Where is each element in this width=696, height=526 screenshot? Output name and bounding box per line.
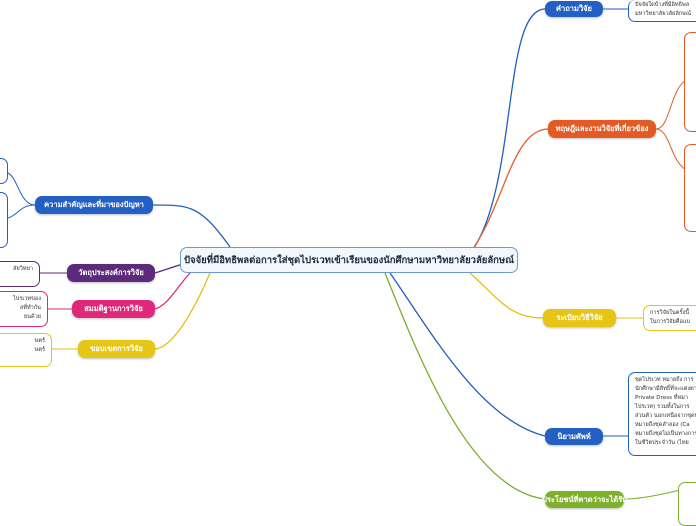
branch-hypothesis[interactable]: สมมติฐานการวิจัย xyxy=(72,300,155,318)
leaf-text: ลที่ทำกัน xyxy=(19,305,41,311)
leaf-theory-1[interactable] xyxy=(684,32,696,132)
leaf-text: ษตร์ xyxy=(34,347,45,353)
branch-objectives[interactable]: วัตถุประสงค์การวิจัย xyxy=(67,264,155,282)
leaf-text: ส่วนตัว นอกเหนือจากชุดนัก xyxy=(635,413,696,419)
leaf-theory-2[interactable] xyxy=(684,144,696,232)
leaf-text: ในชีวิตประจำวัน (ไทย xyxy=(635,440,689,446)
leaf-text: ลัยวิทยา xyxy=(13,266,33,272)
leaf-text: มหาวิทยาลัยวลัยลักษณ์ xyxy=(635,11,692,17)
leaf-benefits[interactable] xyxy=(678,482,696,526)
leaf-definitions[interactable]: ชุดไปรเวท หมายถึง การ นักศึกษามีสิทธิ์ที… xyxy=(628,372,696,456)
branch-theory[interactable]: ทฤษฎีและงานวิจัยที่เกี่ยวข้อง xyxy=(548,120,656,138)
leaf-hypothesis[interactable]: ไปรเวทของ ลที่ทำกัน ยนด้วย xyxy=(0,291,48,327)
leaf-text: หมายถึงชุดลำลอง (Ca xyxy=(635,422,690,428)
leaf-text: ชุดไปรเวท หมายถึง การ xyxy=(635,377,694,383)
leaf-methodology[interactable]: การวิจัยในครั้งนี้ ในการวิจัยคือแบ xyxy=(643,305,696,331)
leaf-text: ในการวิจัยคือแบ xyxy=(650,319,691,325)
leaf-text: ยนด้วย xyxy=(23,314,41,320)
leaf-importance-2[interactable] xyxy=(0,192,8,248)
branch-importance[interactable]: ความสำคัญและที่มาของปัญหา xyxy=(35,196,153,214)
leaf-text: หมายถึงชุดไม่เป็นทางการ xyxy=(635,431,696,437)
branch-research-question[interactable]: คำถามวิจัย xyxy=(545,1,603,17)
leaf-text: ไปรเวทของ xyxy=(12,296,41,302)
leaf-text: นักศึกษามีสิทธิ์ที่จะแต่งตามใ xyxy=(635,386,696,392)
leaf-text: ษตร์ xyxy=(34,338,45,344)
leaf-text: การวิจัยในครั้งนี้ xyxy=(650,310,690,316)
leaf-objectives[interactable]: ลัยวิทยา xyxy=(0,261,40,287)
leaf-text: ปัจจัยใดบ้างที่มีอิทธิพล xyxy=(635,2,690,8)
leaf-research-question[interactable]: ปัจจัยใดบ้างที่มีอิทธิพล มหาวิทยาลัยวลัย… xyxy=(628,0,696,22)
central-topic[interactable]: ปัจจัยที่มีอิทธิพลต่อการใส่ชุดไปรเวทเข้า… xyxy=(180,247,518,273)
leaf-importance-1[interactable] xyxy=(0,158,8,184)
branch-definitions[interactable]: นิยามศัพท์ xyxy=(545,428,603,445)
leaf-text: Private Dress ที่หมา xyxy=(635,395,689,401)
leaf-text: ไปรเวท) รวมทั้งในการ xyxy=(635,404,690,410)
branch-benefits[interactable]: ประโยชน์ที่คาดว่าจะได้รับ xyxy=(542,491,627,508)
branch-scope[interactable]: ขอบเขตการวิจัย xyxy=(78,340,155,358)
branch-methodology[interactable]: ระเบียบวิธีวิจัย xyxy=(543,309,616,327)
leaf-scope[interactable]: ษตร์ ษตร์ xyxy=(0,333,52,367)
